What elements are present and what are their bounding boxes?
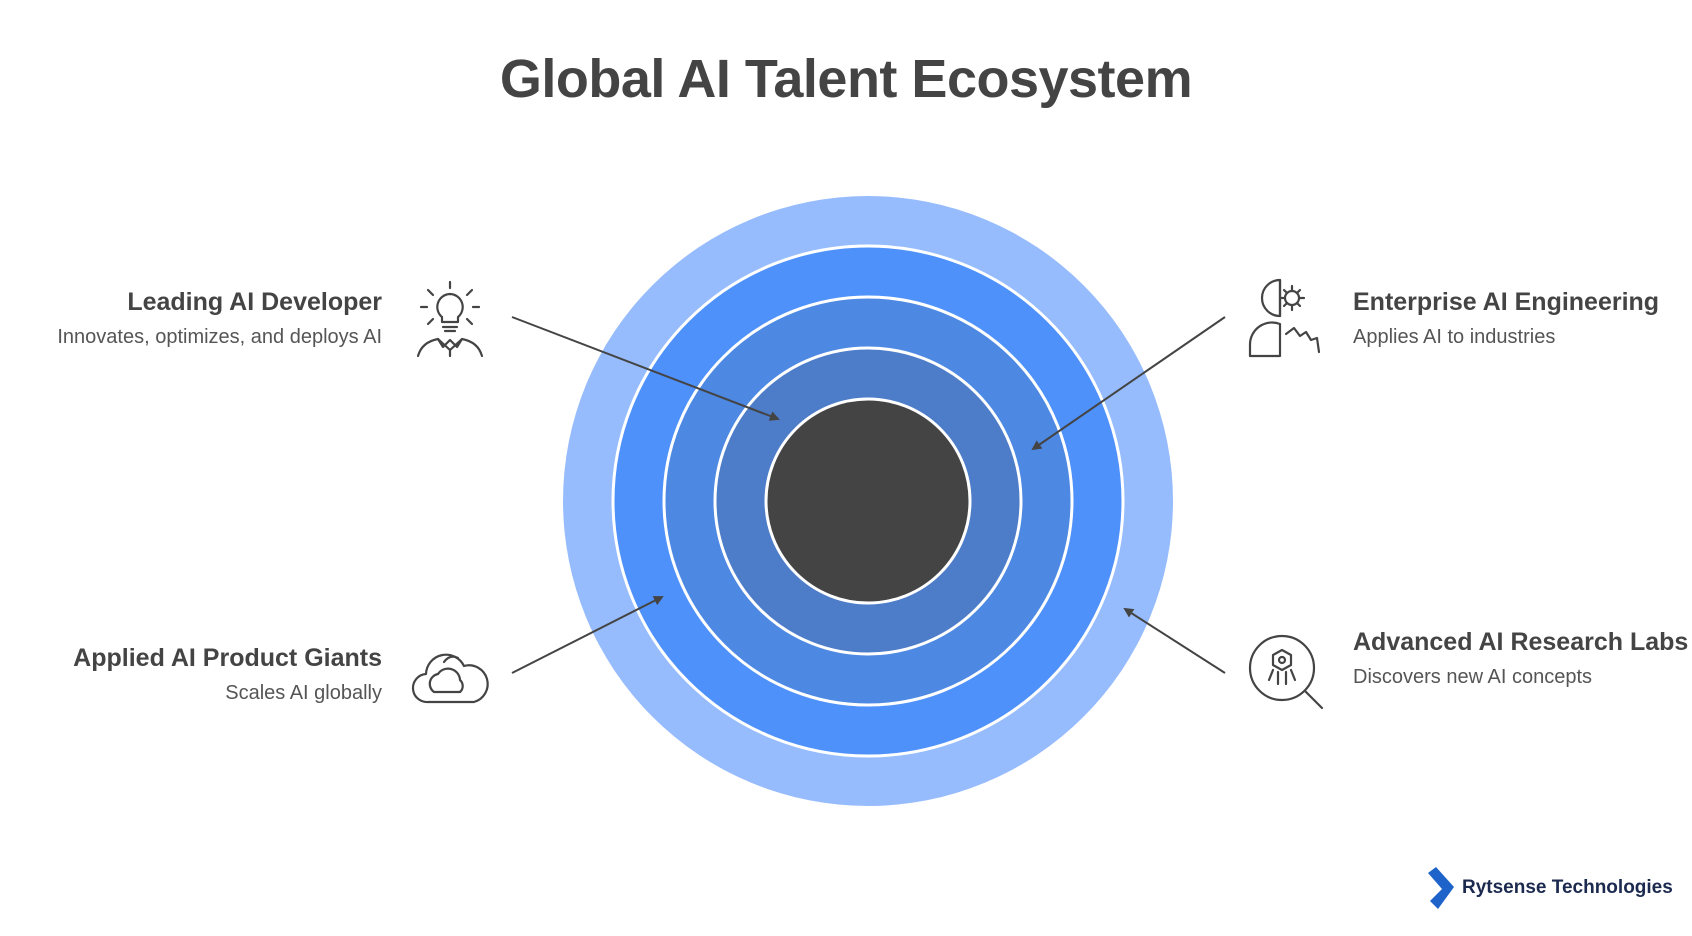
cloud-icon: [411, 653, 489, 704]
lightbulb-person-icon: [416, 280, 484, 358]
node-heading: Advanced AI Research Labs: [1353, 628, 1689, 656]
brand-logo: Rytsense Technologies: [1426, 866, 1673, 910]
node-description: Discovers new AI concepts: [1353, 666, 1592, 688]
arrow-applied: [511, 596, 664, 674]
arrow-leading: [511, 316, 780, 421]
core-circle: [764, 397, 972, 605]
node-enterprise: Enterprise AI Engineering Applies AI to …: [1353, 287, 1692, 349]
node-leading: Leading AI Developer Innovates, optimize…: [0, 287, 382, 349]
node-heading: Applied AI Product Giants: [73, 644, 382, 672]
magnifier-icon: [1248, 634, 1324, 710]
node-description: Innovates, optimizes, and deploys AI: [57, 326, 382, 348]
node-description: Applies AI to industries: [1353, 326, 1556, 348]
node-research: Advanced AI Research Labs Discovers new …: [1353, 627, 1692, 689]
node-heading: Enterprise AI Engineering: [1353, 288, 1660, 316]
page-title: Global AI Talent Ecosystem: [499, 49, 1193, 109]
node-applied: Applied AI Product Giants Scales AI glob…: [0, 643, 382, 705]
brand-logo-icon: [1428, 867, 1454, 909]
node-heading: Leading AI Developer: [127, 288, 382, 316]
arrow-enterprise: [1031, 316, 1226, 451]
arrow-research: [1123, 607, 1226, 674]
node-description: Scales AI globally: [225, 682, 382, 704]
gear-head-icon: [1248, 278, 1321, 358]
brand-name: Rytsense Technologies: [1462, 877, 1673, 898]
